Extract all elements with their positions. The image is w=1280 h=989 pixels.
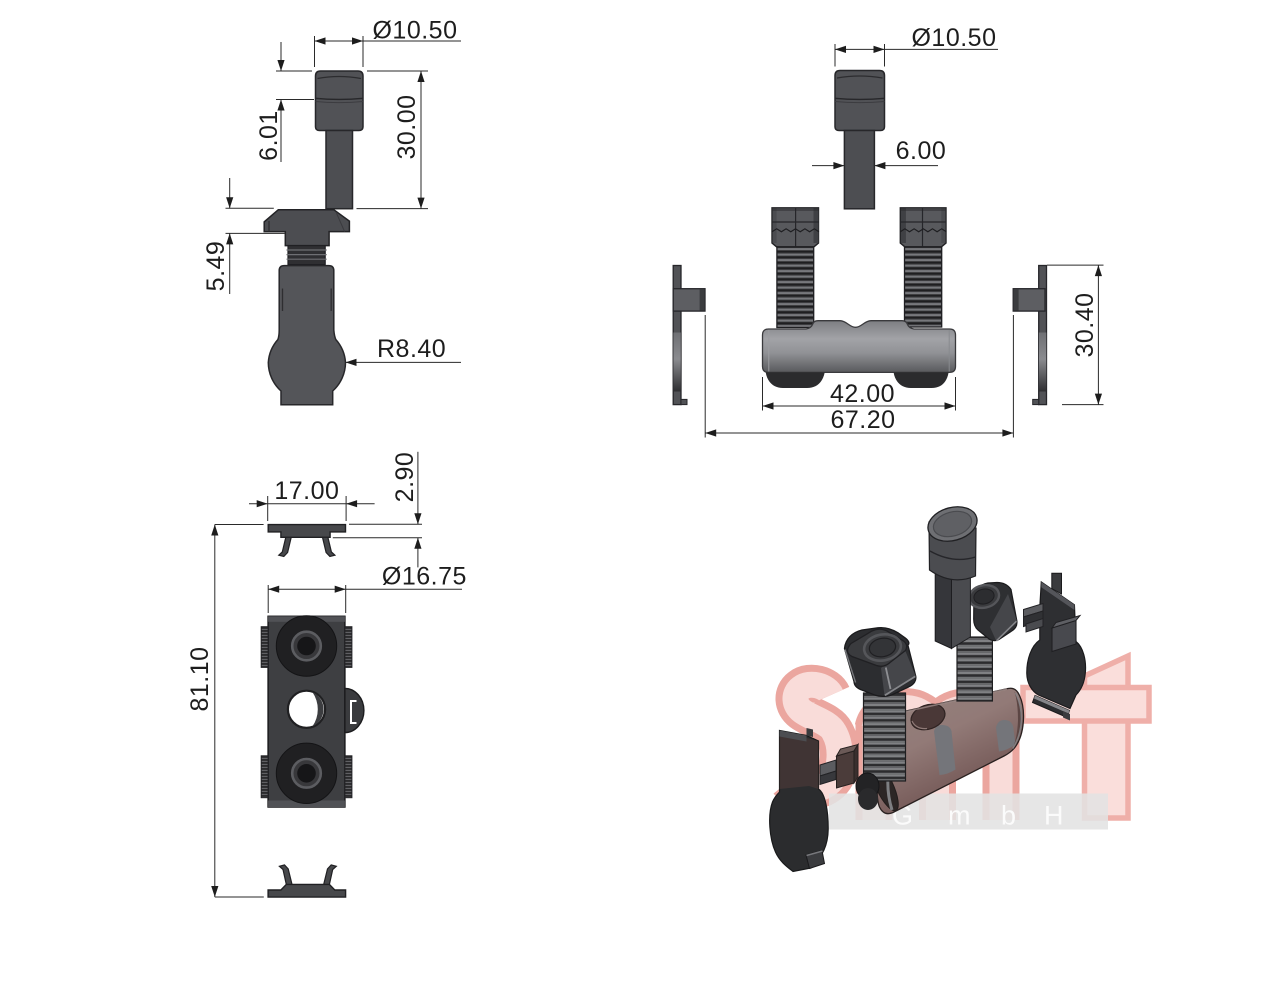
- svg-text:b: b: [1001, 801, 1016, 831]
- svg-text:m: m: [948, 801, 971, 831]
- svg-text:Ø10.50: Ø10.50: [372, 17, 457, 45]
- svg-text:81.10: 81.10: [186, 646, 214, 711]
- svg-text:5.49: 5.49: [202, 241, 230, 292]
- svg-text:Ø16.75: Ø16.75: [382, 563, 467, 591]
- svg-text:30.40: 30.40: [1071, 292, 1099, 357]
- svg-text:67.20: 67.20: [830, 406, 895, 434]
- svg-text:6.01: 6.01: [255, 110, 283, 161]
- svg-text:H: H: [1044, 801, 1064, 831]
- svg-text:R8.40: R8.40: [377, 335, 446, 363]
- svg-text:17.00: 17.00: [274, 477, 339, 505]
- svg-text:30.00: 30.00: [393, 94, 421, 159]
- svg-text:42.00: 42.00: [830, 380, 895, 408]
- svg-text:2.90: 2.90: [391, 452, 419, 503]
- svg-text:Ø10.50: Ø10.50: [911, 24, 996, 52]
- svg-text:6.00: 6.00: [896, 137, 947, 165]
